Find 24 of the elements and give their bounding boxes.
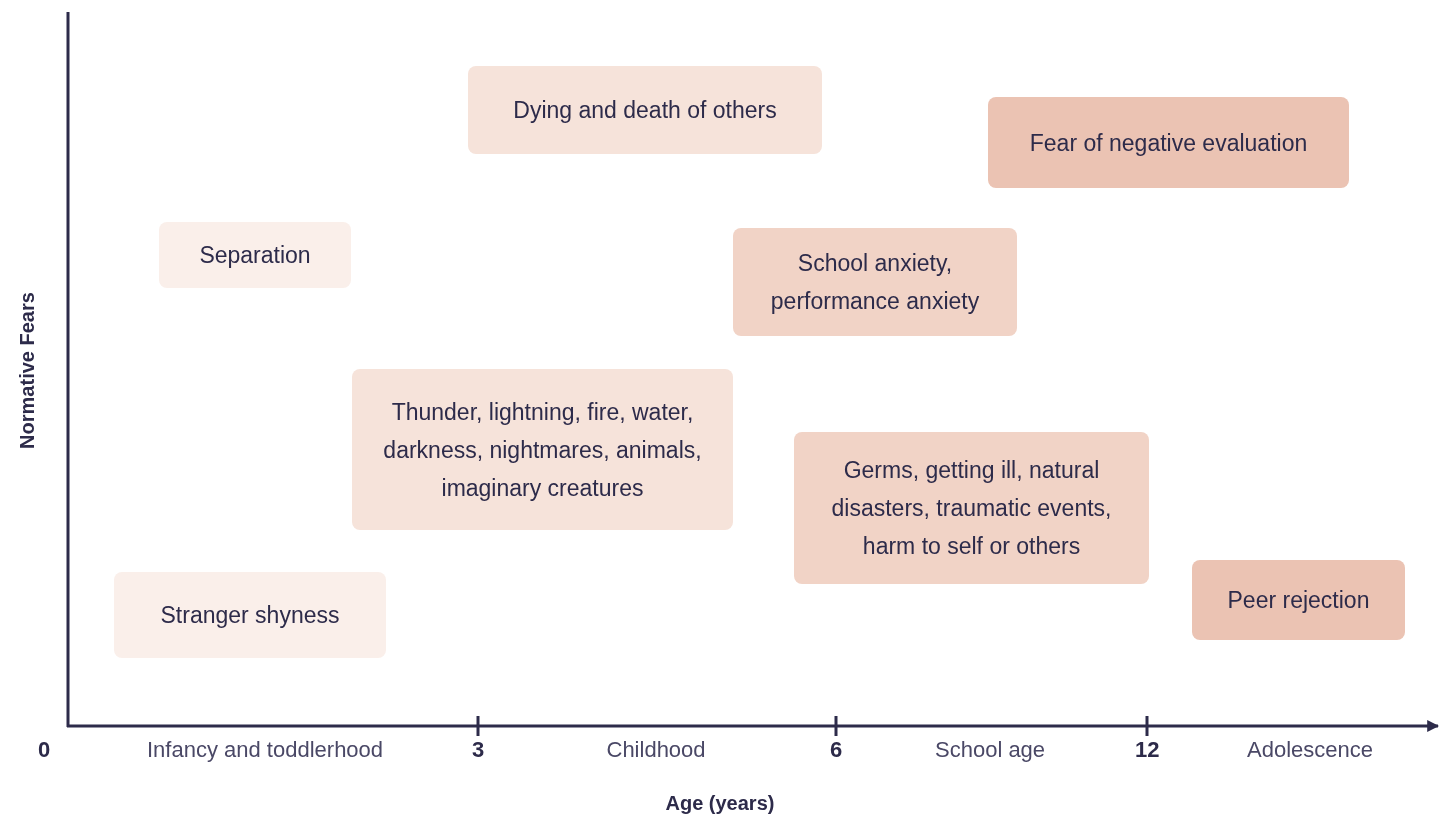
fear-text: Stranger shyness — [160, 601, 340, 630]
fear-text: Thunder, lightning, fire, water, darkness, nightmares, animals, imaginary creatures — [382, 397, 703, 503]
fear-text: School anxiety, performance anxiety — [769, 249, 981, 316]
fear-box — [733, 228, 1017, 336]
fear-text: Peer rejection — [1227, 586, 1370, 615]
fear-text: Fear of negative evaluation — [1029, 128, 1308, 158]
category-label: Infancy and toddlerhood — [147, 737, 384, 763]
fear-box — [352, 369, 733, 530]
tick-label: 6 — [830, 737, 843, 763]
fear-box — [1192, 560, 1405, 640]
axis-title: Age (years) — [665, 791, 775, 815]
tick-label: 0 — [38, 737, 51, 763]
axis-title: Normative Fears — [15, 291, 39, 449]
category-label: Adolescence — [1247, 737, 1373, 763]
category-label: School age — [935, 737, 1046, 763]
fear-box — [988, 97, 1349, 188]
category-label: Childhood — [606, 737, 706, 763]
fear-box — [468, 66, 822, 154]
fear-text: Germs, getting ill, natural disasters, traumatic events, harm to self or others — [830, 456, 1113, 561]
fear-box — [794, 432, 1149, 584]
tick-label: 3 — [472, 737, 485, 763]
fear-text: Separation — [199, 241, 311, 270]
fear-text: Dying and death of others — [513, 96, 777, 125]
tick-label: 12 — [1135, 737, 1160, 763]
